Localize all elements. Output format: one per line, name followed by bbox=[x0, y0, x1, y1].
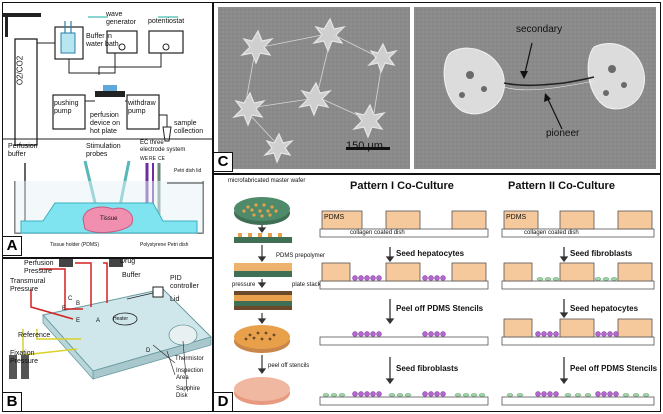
panel-d-badge: D bbox=[213, 392, 233, 412]
panel-a bbox=[2, 2, 213, 258]
scale-bar-label: 150 μm bbox=[346, 140, 383, 152]
master-wafer-label: microfabricated master wafer bbox=[228, 178, 306, 184]
pattern1-step2: Peel off PDMS Stencils bbox=[396, 304, 484, 313]
petri-lid-label: Petri dish lid bbox=[174, 168, 202, 174]
pattern2-step1: Seed fibroblasts bbox=[570, 249, 633, 258]
lid-label: Lid bbox=[170, 296, 180, 303]
drug-label: Drug bbox=[120, 258, 136, 265]
panel-b-drawing bbox=[9, 259, 212, 390]
pattern2-pdms-label: PDMS bbox=[506, 214, 527, 221]
pattern1-title: Pattern I Co-Culture bbox=[350, 180, 454, 192]
sample-collection-label: sample collection bbox=[174, 120, 204, 135]
panel-b bbox=[2, 258, 213, 412]
panel-d bbox=[213, 174, 661, 412]
fixation-pressure-label: Fixation Pressure bbox=[10, 350, 39, 365]
petri-dish-label: Polystyrene Petri dish bbox=[140, 242, 189, 248]
pattern1-step1: Seed hepatocytes bbox=[396, 249, 465, 258]
gas-tank-label: O2/CO2 bbox=[15, 55, 25, 86]
reference-label: Reference bbox=[18, 332, 51, 339]
tissue-label: Tissue bbox=[100, 216, 118, 222]
wave-generator-label: wave generator bbox=[106, 11, 136, 26]
buffer-label: Buffer bbox=[122, 272, 141, 279]
panel-c-badge: C bbox=[213, 152, 233, 172]
secondary-label: secondary bbox=[516, 24, 563, 35]
channel-letter-c: C bbox=[68, 296, 73, 302]
channel-letter-e1: E bbox=[62, 306, 67, 312]
panel-c bbox=[213, 2, 661, 174]
thermistor-label: Thermistor bbox=[175, 356, 204, 362]
electrode-we-label: WE bbox=[140, 156, 149, 162]
tissue-holder-label: Tissue holder (PDMS) bbox=[50, 242, 99, 248]
channel-letter-d: D bbox=[146, 348, 151, 354]
pattern2-dish-label: collagen coated dish bbox=[524, 230, 579, 236]
electrode-re-label: RE bbox=[149, 156, 156, 162]
channel-letter-b: B bbox=[76, 301, 81, 307]
perfusion-buffer-label: Perfusion buffer bbox=[8, 143, 38, 158]
pattern1-step3: Seed fibroblasts bbox=[396, 364, 459, 373]
pushing-pump-label: pushing pump bbox=[54, 100, 79, 115]
perfusion-device-label: perfusion device on hot plate bbox=[90, 112, 120, 135]
channel-letter-e2: E bbox=[76, 318, 81, 324]
sapphire-disk-label: Sapphire Disk bbox=[176, 386, 201, 399]
pid-controller-label: PID controller bbox=[170, 275, 199, 290]
pattern2-step3: Peel off PDMS Stencils bbox=[570, 364, 658, 373]
stimulation-probes-label: Stimulation probes bbox=[86, 143, 121, 158]
pattern2-step2: Seed hepatocytes bbox=[570, 304, 639, 313]
channel-letter-a: A bbox=[96, 318, 101, 324]
inspection-area-label: Inspection Area bbox=[176, 368, 204, 381]
peel-stencils-label: peel off stencils bbox=[268, 363, 310, 369]
pattern1-dish-label: collagen coated dish bbox=[350, 230, 405, 236]
pattern1-pdms-label: PDMS bbox=[324, 214, 345, 221]
potentiostat-label: potentiostat bbox=[148, 18, 185, 25]
pressure-label: pressure bbox=[232, 282, 256, 288]
panel-d-process bbox=[234, 197, 655, 406]
heater-label: Heater bbox=[113, 316, 129, 322]
perfusion-pressure-label: Perfusion Pressure bbox=[24, 260, 54, 275]
panel-a-drawing bbox=[3, 13, 212, 234]
pattern2-title: Pattern II Co-Culture bbox=[508, 180, 615, 192]
transmural-pressure-label: Transmural Pressure bbox=[10, 278, 46, 293]
withdraw-pump-label: withdraw pump bbox=[128, 100, 156, 115]
panel-b-badge: B bbox=[2, 392, 22, 412]
electrode-ce-label: CE bbox=[158, 156, 165, 162]
panel-c-micrographs bbox=[218, 7, 656, 169]
buffer-bath-label: Buffer in water bath bbox=[86, 33, 119, 48]
panel-a-badge: A bbox=[2, 236, 22, 256]
plate-stack-label: plate stack bbox=[292, 282, 321, 288]
pdms-prepolymer-label: PDMS prepolymer bbox=[276, 253, 326, 259]
pioneer-label: pioneer bbox=[546, 128, 580, 139]
ec-system-label: EC three electrode system bbox=[140, 140, 186, 153]
